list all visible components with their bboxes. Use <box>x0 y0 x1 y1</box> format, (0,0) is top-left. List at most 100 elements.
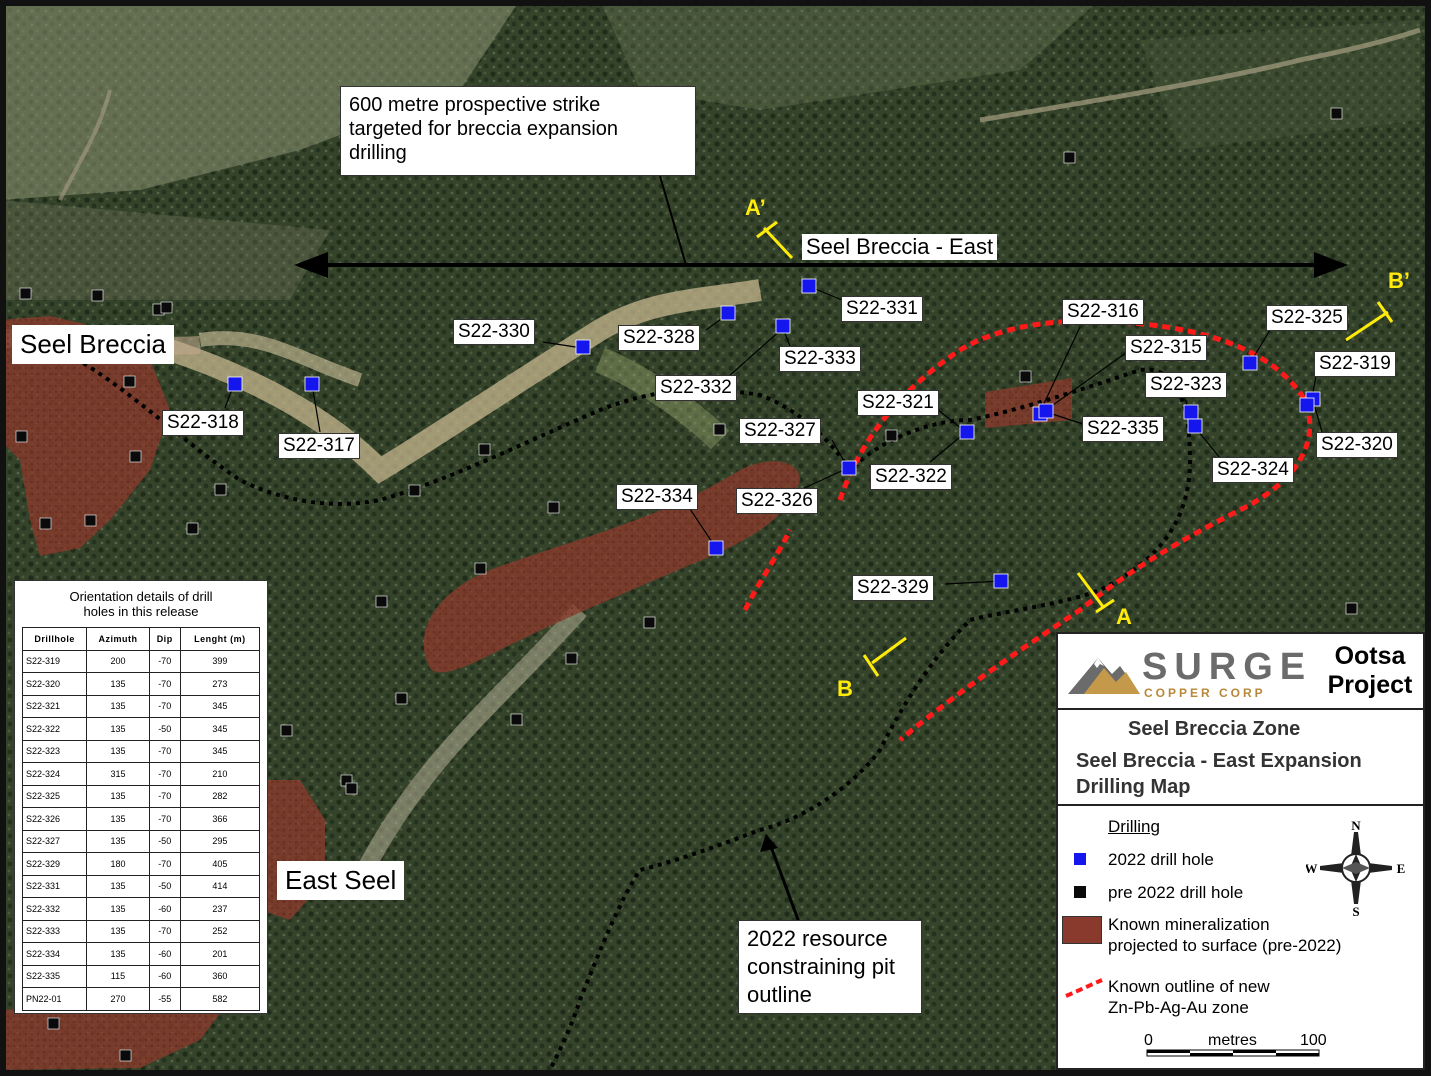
cell-azimuth: 115 <box>86 964 150 988</box>
cell-drillhole: S22-331 <box>21 874 88 898</box>
scale-end: 100 <box>1300 1032 1327 1049</box>
section-b-prime-label: B’ <box>1388 268 1410 293</box>
zone-outline-symbol <box>1065 978 1103 998</box>
drill-label-s22-333: S22-333 <box>779 346 861 372</box>
compass-n: N <box>1351 818 1361 833</box>
surge-logo-mountain-icon <box>1068 658 1140 694</box>
cell-azimuth: 135 <box>86 694 150 718</box>
cell-length: 345 <box>179 694 261 718</box>
cell-drillhole: S22-332 <box>21 897 88 921</box>
mineralization-symbol <box>1062 916 1102 944</box>
zone-title: Seel Breccia Zone <box>1128 718 1301 740</box>
cell-dip: -50 <box>148 717 181 741</box>
pit-callout-line-3: outline <box>747 982 812 1007</box>
drill-label-s22-321: S22-321 <box>857 390 939 416</box>
mineralization-label: Known mineralization projected to surfac… <box>1108 914 1341 956</box>
cell-azimuth: 135 <box>86 829 150 853</box>
cell-length: 414 <box>179 874 261 898</box>
drill-label-s22-317: S22-317 <box>278 433 360 459</box>
drill-label-s22-326: S22-326 <box>736 488 818 514</box>
drill-label-s22-334: S22-334 <box>616 484 698 510</box>
cell-drillhole: S22-326 <box>21 807 88 831</box>
strike-callout-line-2: targeted for breccia expansion <box>349 118 619 140</box>
cell-azimuth: 135 <box>86 874 150 898</box>
mineralization-line-1: Known mineralization <box>1108 915 1270 934</box>
cell-dip: -70 <box>148 649 181 673</box>
orientation-table: Drillhole Azimuth Dip Lenght (m) S22-319… <box>21 627 261 1011</box>
scale-start: 0 <box>1144 1032 1153 1049</box>
east-seel-label: East Seel <box>277 861 405 900</box>
compass-w: W <box>1306 861 1318 876</box>
section-a-prime-label: A’ <box>745 195 766 220</box>
cell-dip: -50 <box>148 874 181 898</box>
strike-callout: 600 metre prospective strike targeted fo… <box>340 86 696 176</box>
section-a-label: A <box>1116 604 1132 629</box>
cell-length: 210 <box>179 762 261 786</box>
scale-bar <box>1146 1049 1320 1057</box>
drill-label-s22-331: S22-331 <box>841 296 923 322</box>
cell-length: 360 <box>179 964 261 988</box>
cell-azimuth: 200 <box>86 649 150 673</box>
drill-label-s22-329: S22-329 <box>852 575 934 601</box>
cell-drillhole: S22-319 <box>21 649 88 673</box>
cell-azimuth: 135 <box>86 739 150 763</box>
compass-s: S <box>1352 904 1359 918</box>
drill-label-s22-330: S22-330 <box>453 319 535 345</box>
old-hole-symbol <box>1074 886 1086 898</box>
cell-drillhole: S22-334 <box>21 942 88 966</box>
drill-label-s22-322: S22-322 <box>870 464 952 490</box>
cell-azimuth: 135 <box>86 919 150 943</box>
cell-dip: -70 <box>148 807 181 831</box>
cell-dip: -70 <box>148 852 181 876</box>
cell-length: 295 <box>179 829 261 853</box>
cell-drillhole: S22-321 <box>21 694 88 718</box>
seel-breccia-label: Seel Breccia <box>12 325 174 364</box>
cell-length: 345 <box>179 717 261 741</box>
col-drillhole: Drillhole <box>21 627 88 651</box>
cell-dip: -70 <box>148 784 181 808</box>
cell-drillhole: S22-324 <box>21 762 88 786</box>
orientation-table-panel: Orientation details of drill holes in th… <box>14 580 268 1014</box>
cell-azimuth: 135 <box>86 672 150 696</box>
cell-drillhole: S22-320 <box>21 672 88 696</box>
cell-dip: -55 <box>148 987 181 1011</box>
cell-drillhole: S22-327 <box>21 829 88 853</box>
scale-unit: metres <box>1208 1032 1257 1049</box>
cell-drillhole: S22-323 <box>21 739 88 763</box>
project-line-1: Ootsa <box>1334 642 1406 670</box>
drill-label-s22-323: S22-323 <box>1145 372 1227 398</box>
drill-label-s22-324: S22-324 <box>1212 457 1294 483</box>
cell-drillhole: S22-335 <box>21 964 88 988</box>
project-line-2: Project <box>1327 671 1413 699</box>
cell-drillhole: S22-322 <box>21 717 88 741</box>
drill-label-s22-319: S22-319 <box>1314 351 1396 377</box>
col-dip: Dip <box>148 627 181 651</box>
cell-drillhole: S22-333 <box>21 919 88 943</box>
drill-label-s22-315: S22-315 <box>1125 335 1207 361</box>
drill-label-s22-332: S22-332 <box>655 375 737 401</box>
cell-length: 405 <box>179 852 261 876</box>
cell-azimuth: 135 <box>86 942 150 966</box>
zn-pb-ag-au-zone-outline <box>837 318 1313 742</box>
col-azimuth: Azimuth <box>86 627 150 651</box>
zone-outline-label: Known outline of new Zn-Pb-Ag-Au zone <box>1108 976 1270 1018</box>
cell-azimuth: 315 <box>86 762 150 786</box>
cell-azimuth: 135 <box>86 717 150 741</box>
cell-drillhole: S22-325 <box>21 784 88 808</box>
legend-panel: SURGE COPPER CORP Ootsa Project Seel Bre… <box>1056 632 1425 1070</box>
drill-label-s22-327: S22-327 <box>739 418 821 444</box>
cell-length: 282 <box>179 784 261 808</box>
new-hole-symbol <box>1074 853 1086 865</box>
col-length: Lenght (m) <box>179 627 261 651</box>
pit-outline <box>59 348 1193 1071</box>
